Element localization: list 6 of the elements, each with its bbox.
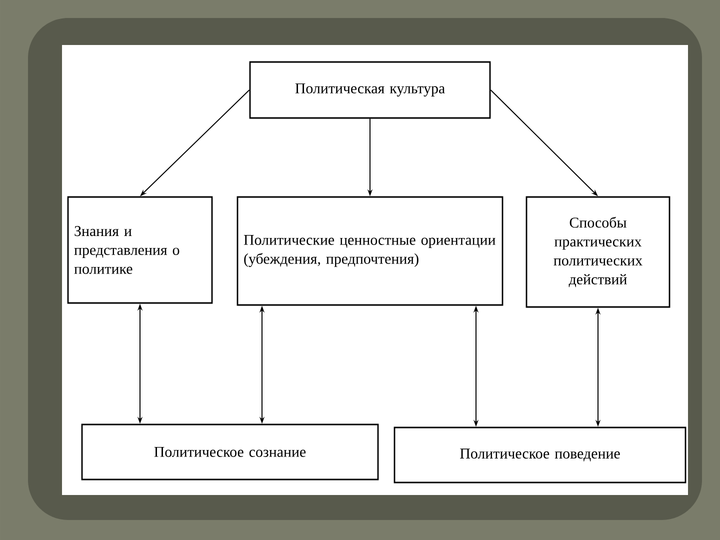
text-box: Политическая культура [249,61,491,119]
text-box: Политическое поведение [394,426,686,484]
text-box: Политические ценностные ориентации (убеждения, предпочтения) [236,196,504,306]
text-box: Политическое сознание [81,424,379,480]
text-box: Способы практических политических действий [526,196,670,308]
text-box: Знания и представления о политике [67,196,213,304]
